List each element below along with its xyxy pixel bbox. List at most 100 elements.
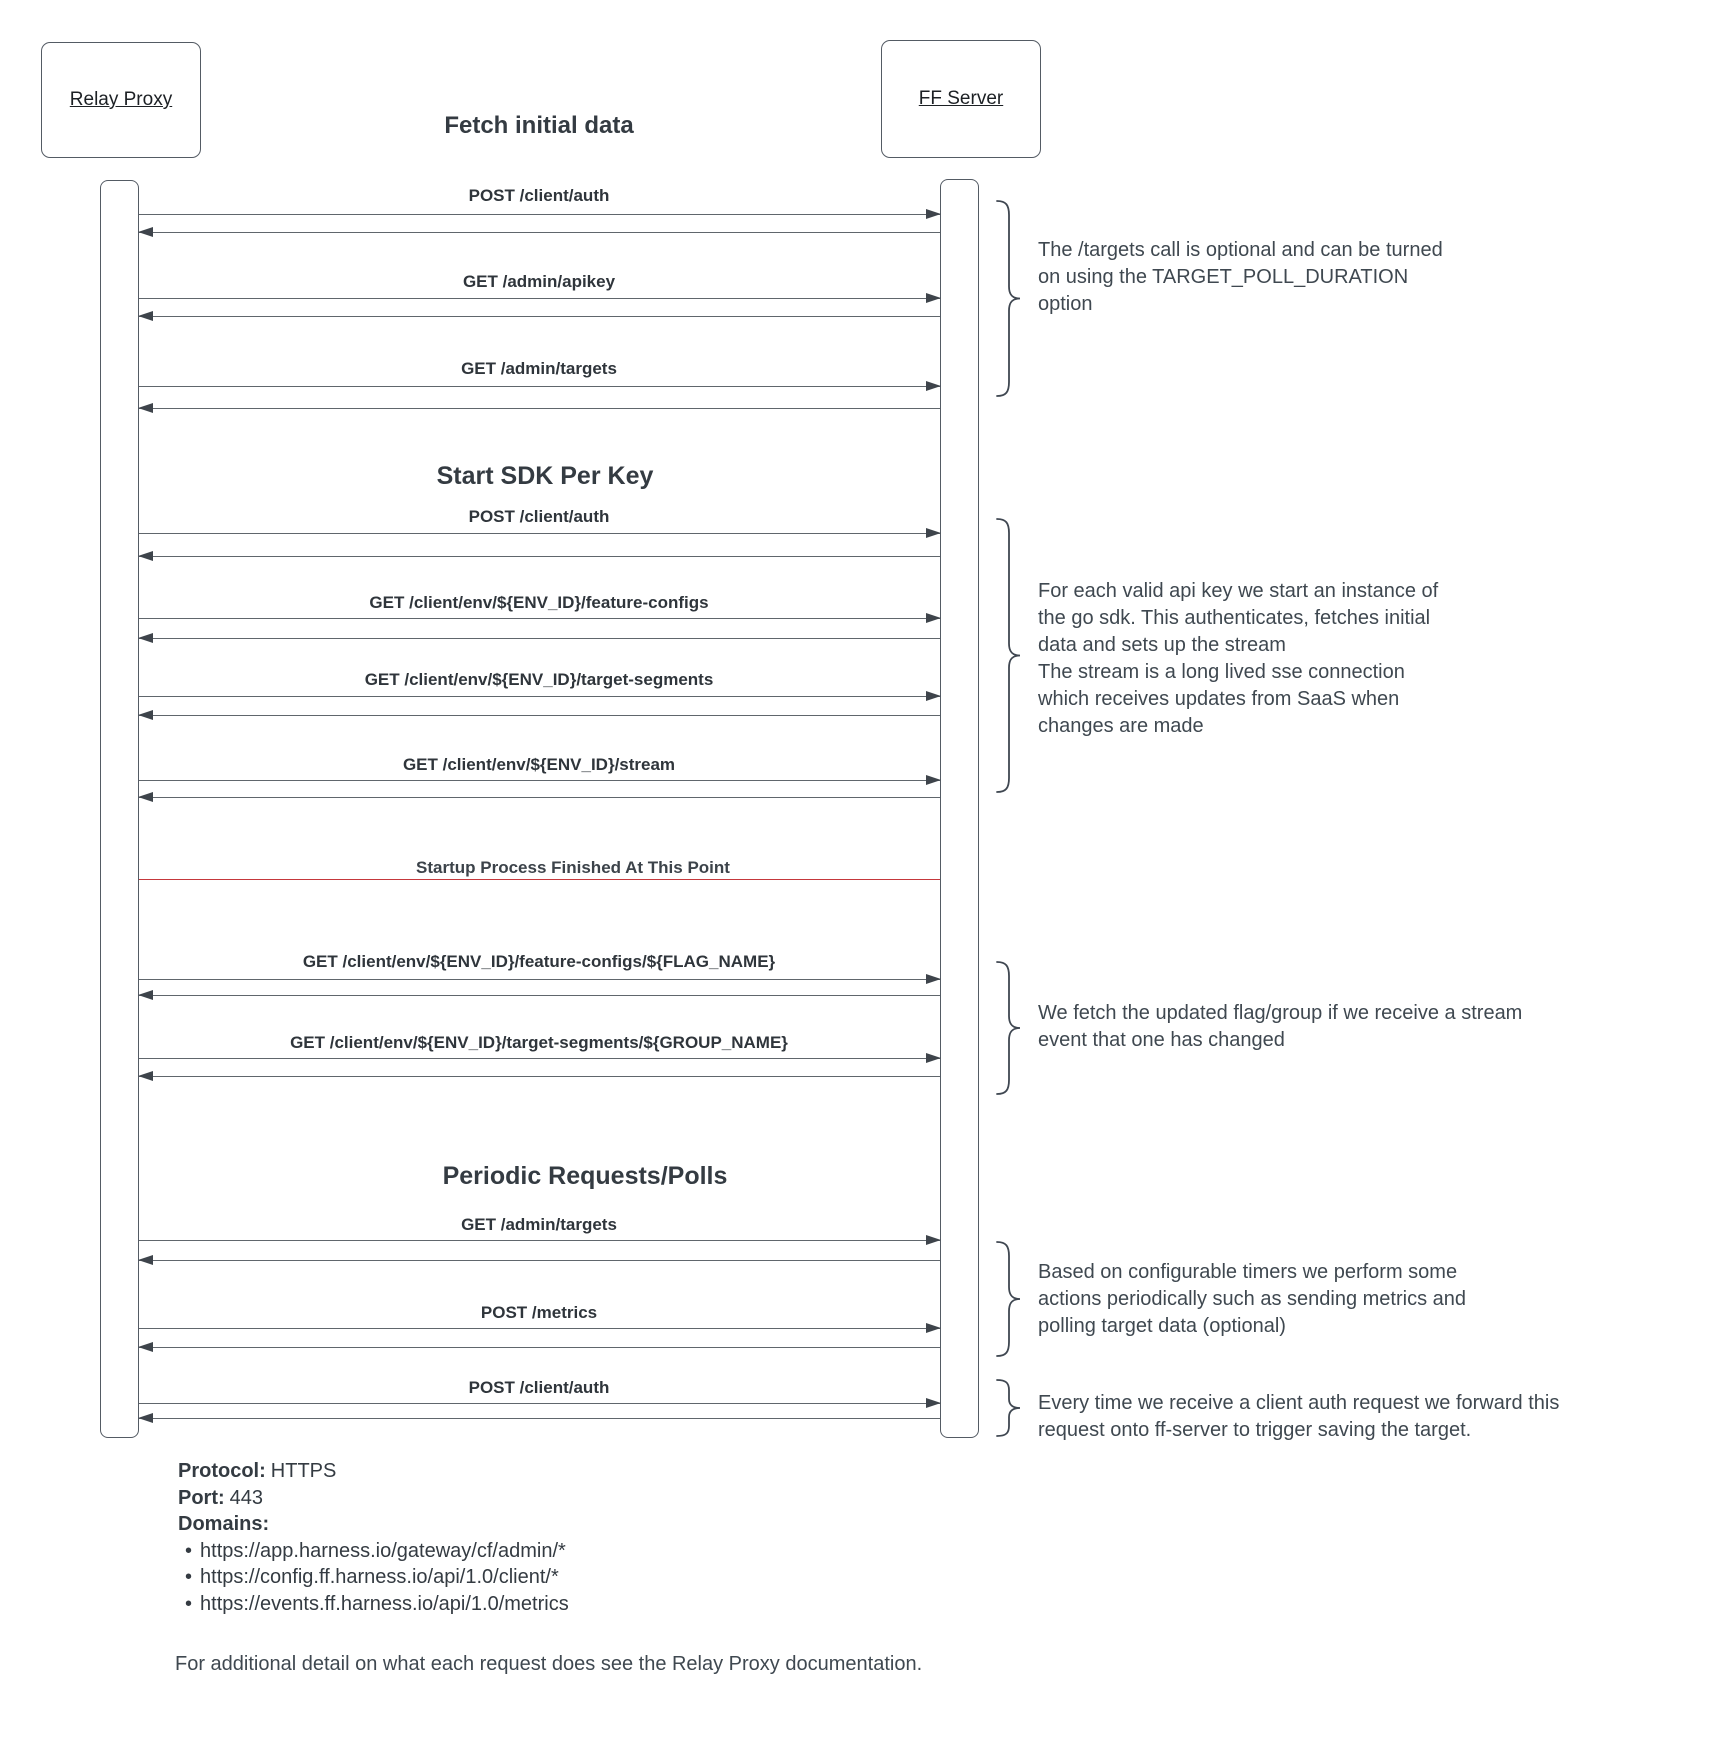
arrowhead-left-icon xyxy=(138,710,153,720)
arrowhead-left-icon xyxy=(138,227,153,237)
domains-label: Domains: xyxy=(178,1513,270,1535)
request-arrow xyxy=(139,974,941,984)
port-value: 443 xyxy=(229,1486,264,1509)
arrowhead-left-icon xyxy=(138,633,153,643)
response-arrow xyxy=(138,633,940,643)
response-arrow xyxy=(138,792,940,802)
actor-box-relay-proxy: Relay Proxy xyxy=(41,42,201,158)
domain-item: • https://app.harness.io/gateway/cf/admin… xyxy=(178,1538,569,1565)
response-arrow xyxy=(138,551,940,561)
arrowhead-right-icon xyxy=(926,1235,941,1245)
message-label: GET /client/env/${ENV_ID}/target-segment… xyxy=(364,670,714,689)
protocol-label: Protocol: xyxy=(178,1460,266,1482)
protocol-line: Protocol:HTTPS xyxy=(178,1458,569,1485)
page-title: Fetch initial data xyxy=(444,112,634,139)
response-arrow xyxy=(138,1413,940,1423)
request-arrow xyxy=(139,381,941,391)
request-arrow xyxy=(139,209,941,219)
bullet-icon: • xyxy=(185,1539,193,1562)
arrowhead-left-icon xyxy=(138,1342,153,1352)
message-label: GET /admin/targets xyxy=(461,359,617,378)
message-label: GET /admin/targets xyxy=(461,1215,617,1234)
domain-url: https://app.harness.io/gateway/cf/admin/… xyxy=(200,1539,566,1562)
annotation-sdk-per-key: For each valid api key we start an insta… xyxy=(1038,580,1439,737)
arrowhead-left-icon xyxy=(138,1071,153,1081)
request-arrow xyxy=(139,528,941,538)
documentation-note: For additional detail on what each reque… xyxy=(175,1653,923,1675)
annotation-targets-optional: The /targets call is optional and can be… xyxy=(1038,239,1443,315)
request-arrow xyxy=(139,1398,941,1408)
curly-brace-icon xyxy=(996,1379,1021,1437)
request-arrow xyxy=(139,1053,941,1063)
domain-url: https://config.ff.harness.io/api/1.0/cli… xyxy=(200,1566,559,1588)
actor-label-ff-server: FF Server xyxy=(918,88,1004,109)
request-arrow xyxy=(139,613,941,623)
request-arrow xyxy=(139,293,941,303)
request-arrow xyxy=(139,1235,941,1245)
message-label: GET /client/env/${ENV_ID}/stream xyxy=(402,755,676,774)
arrowhead-left-icon xyxy=(138,990,153,1000)
response-arrow xyxy=(138,990,940,1000)
message-label: POST /client/auth xyxy=(468,507,610,526)
protocol-value: HTTPS xyxy=(270,1460,337,1482)
message-label: GET /client/env/${ENV_ID}/target-segment… xyxy=(290,1033,788,1052)
annotation-stream-event: We fetch the updated flag/group if we re… xyxy=(1038,1002,1523,1051)
port-label: Port: xyxy=(178,1486,225,1509)
response-arrow xyxy=(138,1255,940,1265)
curly-brace-icon xyxy=(996,518,1021,793)
arrowhead-right-icon xyxy=(926,1323,941,1333)
section-heading-periodic: Periodic Requests/Polls xyxy=(442,1162,728,1190)
request-arrow xyxy=(139,775,941,785)
connection-details: Protocol:HTTPS Port:443 Domains: • https:… xyxy=(178,1458,569,1617)
arrowhead-right-icon xyxy=(926,209,941,219)
message-label: POST /metrics xyxy=(480,1303,598,1322)
response-arrow xyxy=(138,227,940,237)
request-arrow xyxy=(139,1323,941,1333)
port-line: Port:443 xyxy=(178,1485,569,1512)
message-label: GET /client/env/${ENV_ID}/feature-config… xyxy=(302,952,776,971)
arrowhead-right-icon xyxy=(926,613,941,623)
arrowhead-right-icon xyxy=(926,974,941,984)
response-arrow xyxy=(138,311,940,321)
domain-item: • https://config.ff.harness.io/api/1.0/cl… xyxy=(178,1564,569,1591)
arrowhead-right-icon xyxy=(926,381,941,391)
arrowhead-right-icon xyxy=(926,691,941,701)
section-heading-start-sdk: Start SDK Per Key xyxy=(436,462,654,490)
relay-proxy-activation-bar xyxy=(100,180,139,1438)
request-arrow xyxy=(139,691,941,701)
arrowhead-right-icon xyxy=(926,1398,941,1408)
bullet-icon: • xyxy=(185,1566,193,1588)
actor-box-ff-server: FF Server xyxy=(881,40,1041,158)
arrowhead-left-icon xyxy=(138,551,153,561)
annotation-auth-forward: Every time we receive a client auth requ… xyxy=(1038,1392,1560,1441)
arrowhead-left-icon xyxy=(138,792,153,802)
startup-divider-line xyxy=(139,879,940,880)
response-arrow xyxy=(138,1342,940,1352)
annotation-periodic-timers: Based on configurable timers we perform … xyxy=(1038,1261,1466,1337)
arrowhead-left-icon xyxy=(138,311,153,321)
message-label: GET /client/env/${ENV_ID}/feature-config… xyxy=(369,593,709,612)
curly-brace-icon xyxy=(996,961,1021,1095)
arrowhead-right-icon xyxy=(926,1053,941,1063)
startup-divider-label: Startup Process Finished At This Point xyxy=(416,858,730,877)
message-label: GET /admin/apikey xyxy=(462,272,616,291)
response-arrow xyxy=(138,403,940,413)
arrowhead-left-icon xyxy=(138,1413,153,1423)
arrowhead-right-icon xyxy=(926,293,941,303)
actor-label-relay-proxy: Relay Proxy xyxy=(69,89,173,110)
message-label: POST /client/auth xyxy=(468,1378,610,1397)
arrowhead-left-icon xyxy=(138,1255,153,1265)
arrowhead-right-icon xyxy=(926,775,941,785)
curly-brace-icon xyxy=(996,200,1021,397)
ff-server-activation-bar xyxy=(940,179,979,1438)
domains-line: Domains: xyxy=(178,1511,569,1538)
arrowhead-left-icon xyxy=(138,403,153,413)
arrowhead-right-icon xyxy=(926,528,941,538)
domain-item: • https://events.ff.harness.io/api/1.0/me… xyxy=(178,1591,569,1618)
response-arrow xyxy=(138,710,940,720)
message-label: POST /client/auth xyxy=(468,186,610,205)
domain-url: https://events.ff.harness.io/api/1.0/met… xyxy=(200,1592,569,1615)
bullet-icon: • xyxy=(185,1592,193,1615)
curly-brace-icon xyxy=(996,1241,1021,1357)
